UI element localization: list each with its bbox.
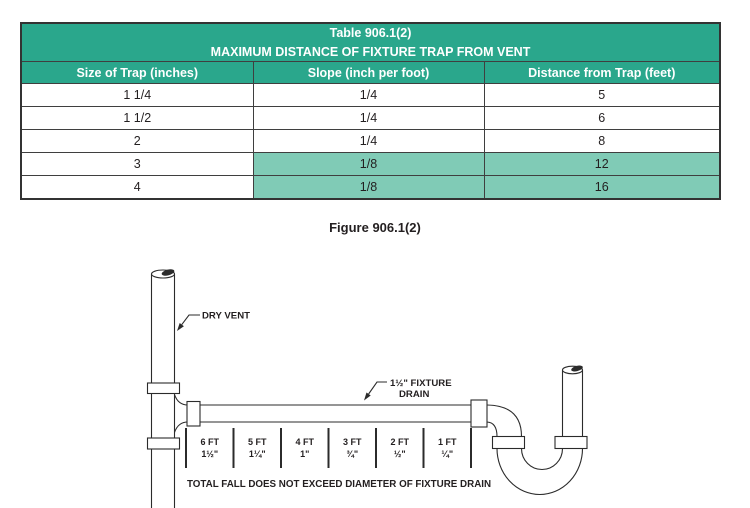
table-row: 3 1/8 12 [20, 152, 721, 176]
segment-size-label: ¾" [346, 449, 358, 459]
table-row: 2 1/4 8 [20, 129, 721, 153]
segment-size-label: 1" [300, 449, 309, 459]
vent-coupling [146, 437, 181, 450]
segment-size-label: ¼" [441, 449, 453, 459]
fixture-drain-callout: 1½" FIXTURE DRAIN [364, 378, 452, 401]
arrowhead-icon [177, 323, 184, 331]
fixture-trap-figure: 6 FT 1½" 5 FT 1¼" 4 FT 1" 3 FT ¾" 2 FT ½… [146, 269, 588, 508]
table-row: 4 1/8 16 [20, 175, 721, 200]
segment-size-label: 1¼" [249, 449, 266, 459]
cell-size: 3 [20, 152, 254, 176]
cell-size: 2 [20, 129, 254, 153]
cell-distance: 12 [483, 152, 721, 176]
column-header-row: Size of Trap (inches) Slope (inch per fo… [20, 61, 721, 84]
total-fall-note: TOTAL FALL DOES NOT EXCEED DIAMETER OF F… [187, 479, 491, 490]
table-title: Table 906.1(2) MAXIMUM DISTANCE OF FIXTU… [20, 22, 721, 62]
table-row: 1 1/4 1/4 5 [20, 83, 721, 107]
dry-vent-label: DRY VENT [202, 311, 250, 322]
table-title-line2: MAXIMUM DISTANCE OF FIXTURE TRAP FROM VE… [210, 44, 531, 59]
segment-feet-label: 5 FT [248, 437, 267, 447]
arrowhead-icon [364, 392, 371, 401]
figure-caption: Figure 906.1(2) [329, 220, 421, 235]
table-title-line1: Table 906.1(2) [329, 26, 412, 41]
column-header-size: Size of Trap (inches) [20, 61, 254, 84]
vent-coupling [146, 382, 181, 395]
dry-vent-pipe [146, 269, 181, 508]
cell-slope: 1/8 [252, 152, 485, 176]
cell-slope: 1/8 [252, 175, 485, 200]
column-header-slope: Slope (inch per foot) [252, 61, 485, 84]
trap-slip-nut [491, 435, 526, 450]
cell-slope: 1/4 [252, 106, 485, 130]
cell-slope: 1/4 [252, 83, 485, 107]
segment-feet-label: 4 FT [295, 437, 314, 447]
column-header-distance: Distance from Trap (feet) [483, 61, 721, 84]
pipe-break-icon [571, 365, 583, 372]
trap-slip-nut [554, 435, 588, 450]
fixture-drain-label-line1: 1½" FIXTURE [390, 378, 452, 389]
dry-vent-callout: DRY VENT [177, 311, 250, 331]
cell-distance: 16 [483, 175, 721, 200]
cell-size: 4 [20, 175, 254, 200]
pipe-break-icon [161, 269, 175, 276]
cell-distance: 6 [483, 106, 721, 130]
drain-hub-fitting [186, 400, 201, 427]
cell-size: 1 1/2 [20, 106, 254, 130]
trap-distance-table: Table 906.1(2) MAXIMUM DISTANCE OF FIXTU… [20, 22, 722, 200]
p-trap [470, 365, 588, 496]
cell-distance: 5 [483, 83, 721, 107]
cell-slope: 1/4 [252, 129, 485, 153]
segment-size-label: 1½" [201, 449, 218, 459]
cell-distance: 8 [483, 129, 721, 153]
segment-size-label: ½" [394, 449, 406, 459]
distance-segment-labels: 6 FT 1½" 5 FT 1¼" 4 FT 1" 3 FT ¾" 2 FT ½… [200, 437, 457, 459]
fixture-drain-pipe [173, 394, 487, 433]
distance-ticks [185, 428, 472, 468]
segment-feet-label: 6 FT [200, 437, 219, 447]
fixture-drain-label-line2: DRAIN [399, 389, 429, 400]
segment-feet-label: 3 FT [343, 437, 362, 447]
table-row: 1 1/2 1/4 6 [20, 106, 721, 130]
segment-feet-label: 1 FT [438, 437, 457, 447]
segment-feet-label: 2 FT [390, 437, 409, 447]
cell-size: 1 1/4 [20, 83, 254, 107]
trap-coupling [470, 399, 488, 428]
